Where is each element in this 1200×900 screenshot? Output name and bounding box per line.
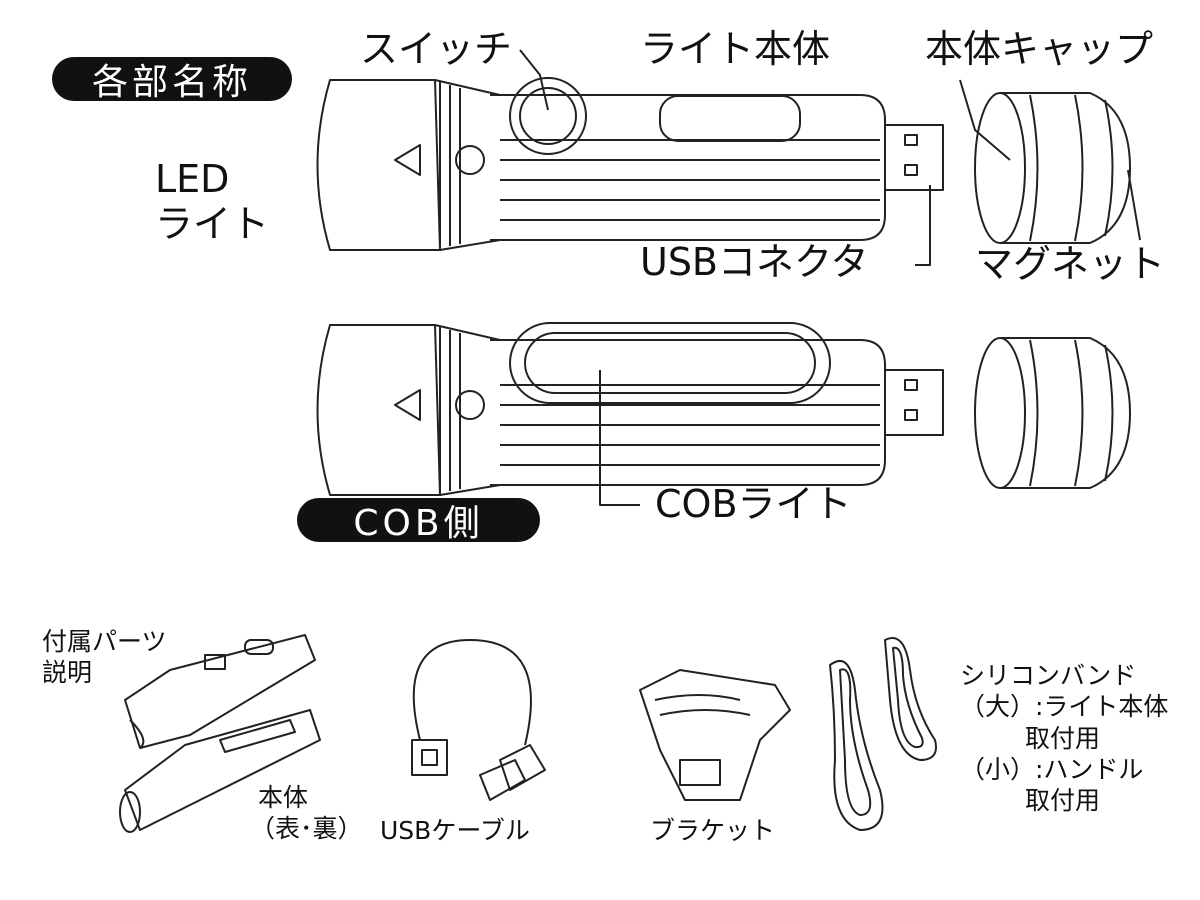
label-body-front-back: 本体 （表･裏） xyxy=(250,782,363,845)
heading-line1: 付属パーツ xyxy=(42,627,167,656)
callout-led-line1: LED xyxy=(155,157,230,201)
section-label-parts-names: 各部名称 xyxy=(52,57,292,103)
callout-usb-connector: USBコネクタ xyxy=(640,240,869,284)
leader-lines xyxy=(519,49,1141,506)
usb-cable-drawing xyxy=(411,639,546,801)
bracket-drawing xyxy=(639,669,791,801)
band-line5: 取付用 xyxy=(1025,786,1101,815)
label-bracket: ブラケット xyxy=(650,816,776,845)
section-label-cob-side: COB側 xyxy=(297,498,540,544)
band-line4: （小）:ハンドル xyxy=(960,754,1144,784)
accessory-body-drawing xyxy=(119,634,321,833)
accessories-heading: 付属パーツ 説明 xyxy=(42,626,167,689)
heading-line2: 説明 xyxy=(42,658,93,688)
callout-light-body: ライト本体 xyxy=(640,27,831,71)
callout-magnet: マグネット xyxy=(975,242,1166,286)
callout-led-line2: ライト xyxy=(155,202,270,246)
body-line2: （表･裏） xyxy=(250,814,363,844)
label-usb-cable: USBケーブル xyxy=(380,816,530,845)
flashlight-cob xyxy=(316,322,1131,496)
callout-body-cap: 本体キャップ xyxy=(925,27,1154,71)
body-line1: 本体 xyxy=(258,783,309,812)
flashlight-top xyxy=(316,77,1131,251)
band-line1: シリコンバンド xyxy=(960,661,1137,690)
callout-switch: スイッチ xyxy=(360,27,513,71)
label-silicone-band: シリコンバンド （大）:ライト本体 取付用 （小）:ハンドル 取付用 xyxy=(960,660,1168,816)
band-line3: 取付用 xyxy=(1025,723,1101,753)
silicone-band-drawing xyxy=(829,637,937,831)
band-line2: （大）:ライト本体 xyxy=(960,692,1169,722)
callout-cob-light: COBライト xyxy=(655,482,852,526)
